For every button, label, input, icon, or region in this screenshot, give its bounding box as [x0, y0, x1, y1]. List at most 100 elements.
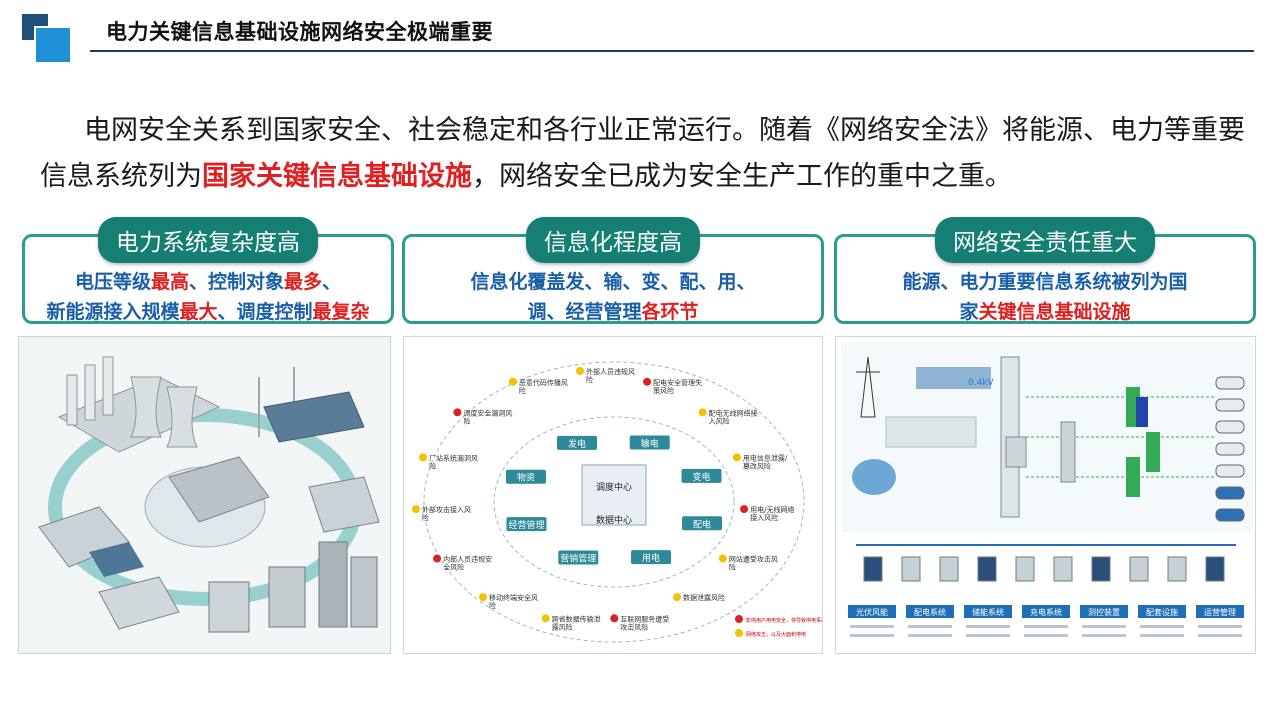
- category-label: 运营管理: [1204, 607, 1236, 617]
- category-detail-line: [1024, 634, 1068, 637]
- text-segment: 能源、电力重要信息系统被列为国: [902, 271, 1188, 293]
- sector-badge: [629, 435, 670, 450]
- device-icon: [863, 556, 883, 582]
- card-responsibility-line1: 能源、电力重要信息系统被列为国: [837, 267, 1253, 297]
- category-labels: 光伏风能配电系统储能系统充电系统测控装置配套设施运营管理: [848, 605, 1244, 637]
- risk-warning-icon: [610, 614, 619, 623]
- risk-label-continued: 露风险: [552, 622, 573, 631]
- sector-label: 物资: [517, 472, 535, 484]
- card-complexity: 电力系统复杂度高 电压等级最高、控制对象最多、 新能源接入规模最大、调度控制最复…: [22, 217, 394, 327]
- category-detail-line: [850, 625, 894, 628]
- risk-diagram-svg: 调度中心 数据中心 发电输电变电配电用电营销管理经营管理物资 外部人员违规风险配…: [404, 337, 822, 653]
- category-detail-line: [1082, 625, 1126, 628]
- risk-warning-icon: [433, 554, 442, 563]
- card-responsibility: 网络安全责任重大 能源、电力重要信息系统被列为国 家关键信息基础设施: [834, 217, 1256, 327]
- risk-label: 外部人员违规风: [586, 367, 635, 376]
- risk-label: 互联网服务遭受: [620, 614, 669, 623]
- risk-label-continued: 险: [429, 461, 436, 470]
- category-badge: [964, 605, 1012, 618]
- text-segment: 家: [959, 301, 979, 323]
- vehicle-icon: [1215, 398, 1245, 412]
- category-label: 配套设施: [1146, 607, 1178, 617]
- risk-warning-icon: [411, 505, 420, 514]
- risk-label-continued: 险: [489, 601, 496, 610]
- device-icon: [1205, 556, 1225, 582]
- risk-warning-icon: [576, 367, 584, 375]
- risk-label: 用电信息泄露/: [743, 453, 788, 462]
- power-grid-image: [19, 337, 390, 653]
- risk-label: 调度安全漏洞风: [463, 408, 512, 417]
- category-badge: [1138, 605, 1186, 618]
- risk-labels: 外部人员违规风险配电安全管理失策风险配电无线网络接入风险用电信息泄露/篡改风险用…: [411, 367, 794, 631]
- card-complexity-line1: 电压等级最高、控制对象最多、: [25, 267, 391, 297]
- risk-warning-icon: [732, 453, 741, 462]
- card-informatization-body: 信息化覆盖发、输、变、配、用、 调、经营管理各环节: [405, 267, 821, 327]
- risk-label-continued: 险: [463, 416, 470, 425]
- category-label: 充电系统: [1030, 607, 1062, 617]
- category-label: 储能系统: [972, 607, 1004, 617]
- text-segment: 电压等级: [74, 271, 151, 293]
- highlight-segment: 最大: [179, 301, 218, 323]
- category-detail-line: [1198, 634, 1242, 637]
- sector-label: 配电: [693, 518, 711, 530]
- risk-label-continued: 险: [422, 513, 429, 522]
- sector-badge: [682, 516, 723, 531]
- category-label: 测控装置: [1088, 607, 1120, 617]
- card-responsibility-title: 网络安全责任重大: [935, 217, 1155, 263]
- card-informatization-line1: 信息化覆盖发、输、变、配、用、: [405, 267, 821, 297]
- risk-warning-icon: [718, 554, 727, 563]
- highlight-segment: 关键信息基础设施: [978, 301, 1131, 323]
- risk-label-continued: 险: [729, 563, 736, 572]
- risk-label: 厂站系统漏洞风: [429, 453, 478, 462]
- risk-label: 恶意代码传播风: [519, 378, 568, 387]
- risk-label-continued: 入风险: [709, 416, 730, 425]
- page-title: 电力关键信息基础设施网络安全极端重要: [106, 20, 493, 44]
- risk-warning-icon: [740, 505, 749, 514]
- sector-label: 输电: [641, 438, 659, 450]
- device-icon: [1167, 556, 1187, 582]
- legend-icon: [735, 629, 743, 637]
- category-badge: [1196, 605, 1244, 618]
- risk-label: 网站遭受攻击风: [729, 555, 778, 564]
- vehicle-icon: [1215, 442, 1245, 456]
- title-underline: [90, 50, 1254, 52]
- category-badge: [1022, 605, 1070, 618]
- risk-label-continued: 攻击风险: [620, 622, 648, 631]
- text-segment: 信息化覆盖发、输、变、配、用、: [470, 271, 756, 293]
- risk-warning-icon: [643, 377, 652, 386]
- device-icon: [1015, 556, 1035, 582]
- intro-text-part1: 电网安全关系到国家安全、社会稳定和各行业正常运行。随着《网络安全法》将能源、电力…: [40, 115, 1245, 192]
- vehicle-icon: [1215, 464, 1245, 478]
- risk-warning-icon: [453, 408, 462, 417]
- sector-label: 用电: [642, 552, 660, 564]
- card-informatization: 信息化程度高 信息化覆盖发、输、变、配、用、 调、经营管理各环节: [402, 217, 824, 327]
- category-detail-line: [966, 634, 1010, 637]
- card-complexity-body: 电压等级最高、控制对象最多、 新能源接入规模最大、调度控制最复杂: [25, 267, 391, 327]
- center-top-label: 调度中心: [596, 481, 632, 493]
- text-segment: 、: [322, 271, 342, 293]
- category-detail-line: [908, 634, 952, 637]
- device-icons: [863, 556, 1225, 582]
- device-icon: [901, 556, 921, 582]
- text-segment: 、控制对象: [188, 271, 284, 293]
- category-badge: [906, 605, 954, 618]
- legend-text: 网络攻击，以及大面积停电: [746, 631, 806, 638]
- highlight-segment: 最高: [150, 271, 189, 293]
- power-grid-illustration: [18, 336, 391, 654]
- intro-text-part2: ，网络安全已成为安全生产工作的重中之重。: [472, 161, 1012, 192]
- text-segment: 、调度控制: [217, 301, 313, 323]
- sector-badge: [630, 550, 671, 565]
- device-icon: [1053, 556, 1073, 582]
- highlight-segment: 各环节: [641, 301, 699, 323]
- card-informatization-title: 信息化程度高: [526, 217, 700, 263]
- sector-badge: [506, 517, 547, 532]
- risk-label-continued: 全风险: [443, 563, 464, 572]
- card-responsibility-line2: 家关键信息基础设施: [837, 297, 1253, 327]
- risk-label: 外部攻击接入风: [422, 505, 471, 514]
- sector-badge: [557, 435, 598, 450]
- voltage-label: 0.4kV: [968, 378, 995, 388]
- energy-system-diagram: 0.4kV 光伏风能配电系统储能系统充电系统测控装置配套设施运营管理: [835, 336, 1256, 654]
- risk-label: 移动终端安全风: [489, 593, 538, 602]
- vehicle-icons: [1215, 376, 1245, 522]
- intro-paragraph: 电网安全关系到国家安全、社会稳定和各行业正常运行。随着《网络安全法》将能源、电力…: [40, 108, 1250, 200]
